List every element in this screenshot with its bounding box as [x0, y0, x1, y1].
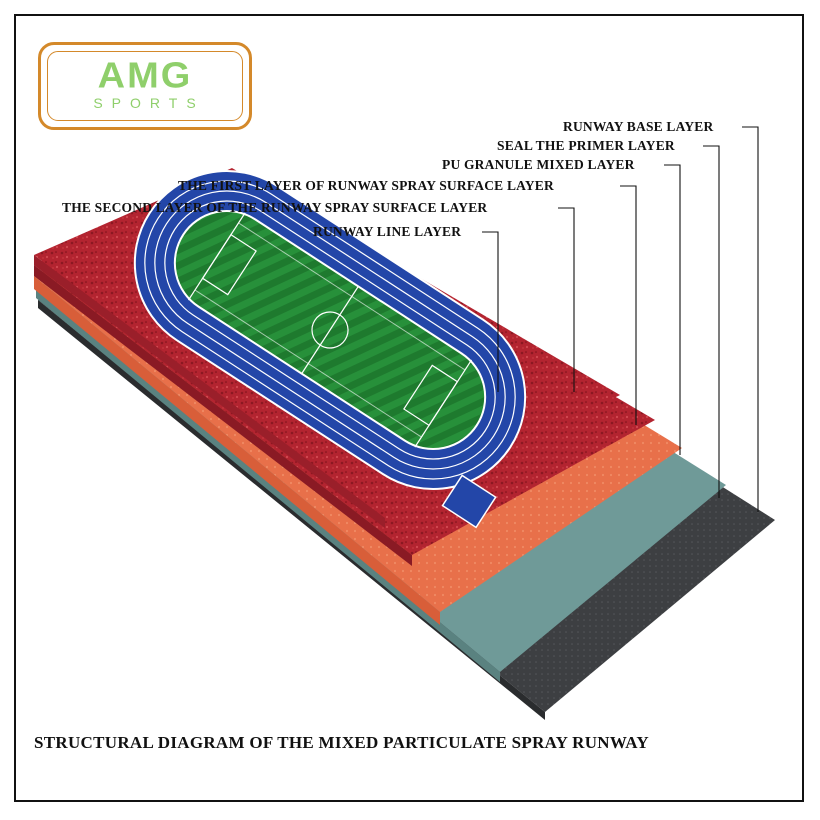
logo-sub-text: SPORTS: [93, 95, 205, 111]
label-first-spray-layer: THE FIRST LAYER OF RUNWAY SPRAY SURFACE …: [178, 178, 554, 193]
leader-lines: [482, 126, 759, 512]
amg-sports-logo: AMG SPORTS: [38, 42, 252, 130]
logo-inner-border: [47, 51, 243, 121]
label-primer-layer: SEAL THE PRIMER LAYER: [497, 138, 675, 153]
logo-main-text: AMG: [97, 56, 193, 96]
leader-line: [482, 231, 499, 392]
leader-base: [742, 126, 759, 512]
label-second-spray-layer: THE SECOND LAYER OF THE RUNWAY SPRAY SUR…: [62, 200, 488, 215]
runway-line-layer: [133, 170, 527, 529]
leader-primer: [703, 145, 720, 498]
outer-frame: [14, 14, 804, 802]
leader-pu: [664, 164, 681, 455]
label-runway-base-layer: RUNWAY BASE LAYER: [563, 119, 714, 134]
leader-first-spray: [620, 185, 637, 425]
label-runway-line-layer: RUNWAY LINE LAYER: [313, 224, 462, 239]
label-pu-granule-layer: PU GRANULE MIXED LAYER: [442, 157, 635, 172]
leader-second-spray: [558, 207, 575, 392]
diagram-caption: STRUCTURAL DIAGRAM OF THE MIXED PARTICUL…: [34, 733, 649, 752]
